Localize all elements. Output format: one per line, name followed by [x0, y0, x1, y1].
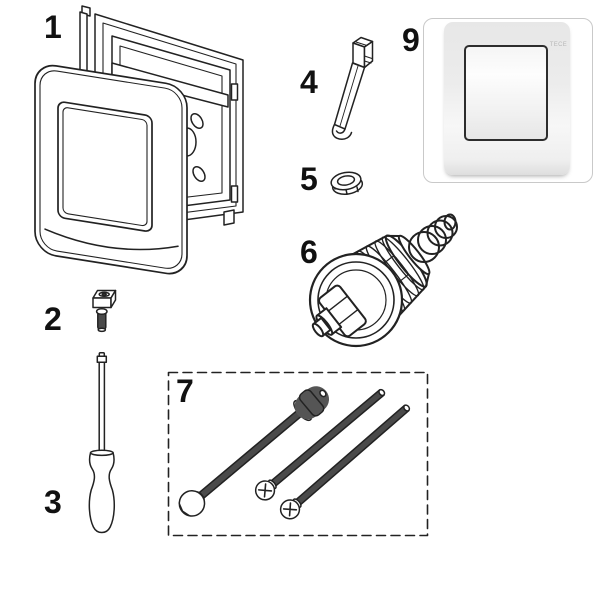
- product-photo-frame: TECE: [423, 18, 593, 183]
- part-6-cartridge-art: [308, 213, 458, 348]
- product-photo-flush-plate: TECE: [444, 22, 570, 175]
- part-2-nut-and-screw-art: [92, 289, 117, 333]
- part-7-bolt-kit-art: [167, 371, 429, 537]
- part-5-bushing-art: [330, 171, 364, 196]
- bolt-phillips-1: [254, 388, 386, 501]
- part-label-3: 3: [44, 484, 62, 520]
- part-label-2: 2: [44, 301, 62, 337]
- part-7-dashed-box: [167, 371, 429, 537]
- part-label-5: 5: [300, 161, 318, 197]
- part-label-4: 4: [300, 64, 318, 100]
- part-label-6: 6: [300, 234, 318, 270]
- part-label-7: 7: [176, 373, 194, 409]
- part-3-screwdriver-art: [88, 352, 116, 534]
- flush-plate-button: [464, 45, 548, 141]
- part-1-flush-plate-art: [34, 64, 188, 275]
- part-label-9: 9: [402, 22, 420, 58]
- bolt-phillips-2: [279, 404, 411, 520]
- part-label-1: 1: [44, 9, 62, 45]
- bolt-dome-head: [178, 386, 330, 517]
- brand-logo-text: TECE: [549, 42, 567, 48]
- part-4-lever-art: [331, 36, 374, 140]
